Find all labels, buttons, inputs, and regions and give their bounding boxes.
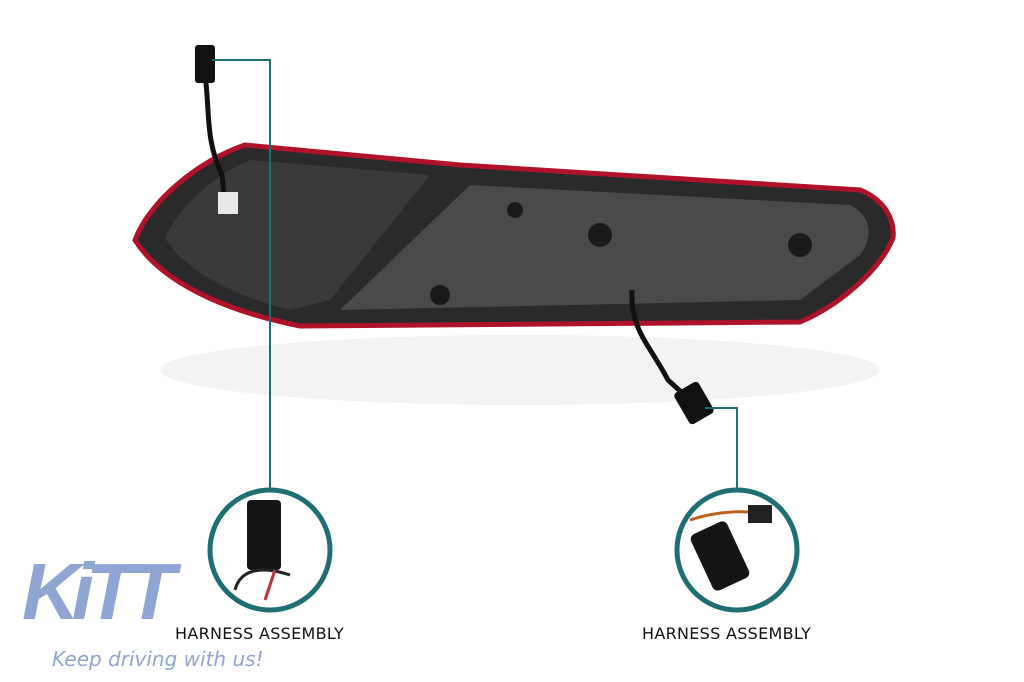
left-callout-line xyxy=(212,59,271,490)
left-callout-label: HARNESS ASSEMBLY xyxy=(175,624,345,643)
left-connector xyxy=(195,45,215,83)
kitt-logo: KiTT xyxy=(22,547,176,636)
reflection xyxy=(160,335,880,405)
right-harness-wire xyxy=(629,289,692,402)
left-harness-wire xyxy=(202,74,228,206)
right-callout-label: HARNESS ASSEMBLY xyxy=(642,624,812,643)
right-connector xyxy=(674,381,714,425)
logo-slogan: Keep driving with us! xyxy=(52,647,264,671)
lamp-right-section xyxy=(340,185,869,310)
right-callout-line xyxy=(705,407,738,490)
